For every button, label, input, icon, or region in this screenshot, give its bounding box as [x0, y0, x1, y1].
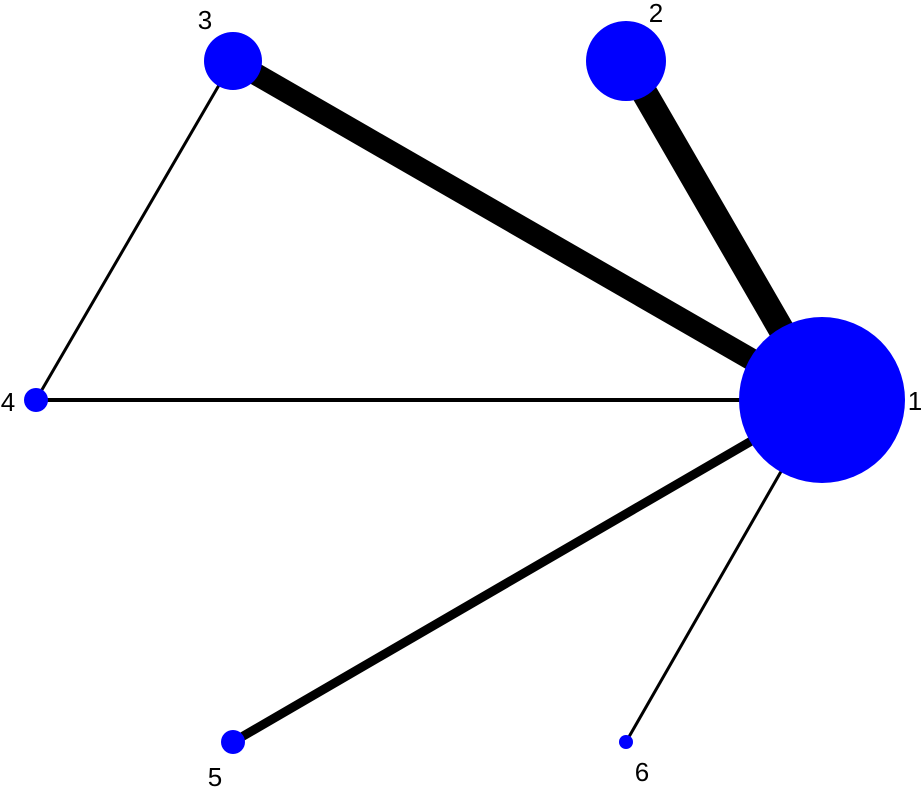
edge-3-4 [34, 60, 235, 401]
node-1 [739, 317, 905, 483]
edge-1-3 [227, 51, 828, 410]
node-2 [586, 21, 666, 101]
nodes-layer [24, 21, 905, 754]
node-5 [221, 730, 245, 754]
edge-1-5 [230, 396, 825, 746]
node-label-6: 6 [635, 757, 649, 787]
node-label-4: 4 [1, 387, 15, 417]
node-4 [24, 388, 48, 412]
node-label-3: 3 [198, 5, 212, 35]
node-6 [619, 735, 633, 749]
node-label-2: 2 [649, 0, 663, 28]
edges-layer [34, 51, 834, 746]
node-label-5: 5 [208, 762, 222, 787]
node-3 [204, 32, 262, 90]
node-label-1: 1 [908, 386, 922, 416]
